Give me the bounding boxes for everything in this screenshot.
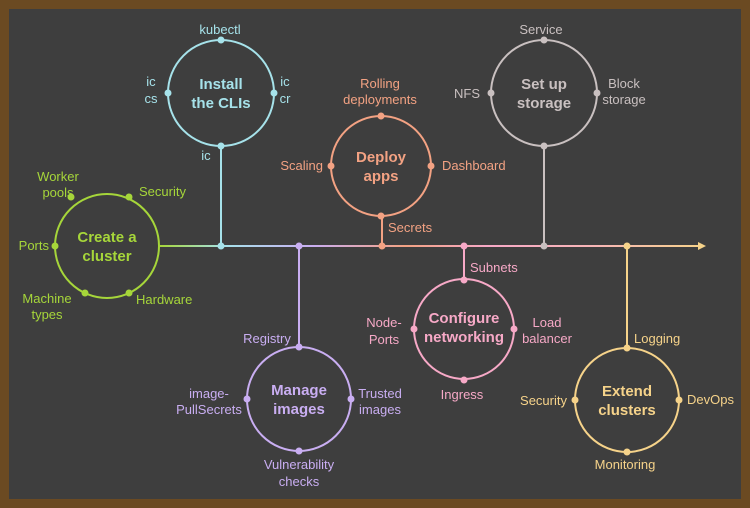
label-secrets: Secrets (388, 220, 433, 235)
label-rolling-deployments: deployments (343, 92, 417, 107)
label-registry: Registry (243, 331, 291, 346)
node-title: storage (517, 95, 571, 112)
label-block-storage: storage (602, 92, 645, 107)
label-cr: cr (280, 91, 292, 106)
label-service: Service (519, 22, 562, 37)
roadmap-diagram: Create a cluster Worker pools Security P… (19, 22, 735, 489)
label-nodeports: Ports (369, 332, 400, 347)
label-vulnerability-checks: checks (279, 474, 320, 489)
node-title: Install (199, 76, 242, 93)
node-create-cluster[interactable]: Create a cluster Worker pools Security P… (19, 169, 193, 322)
node-deploy-apps[interactable]: Deploy apps Rolling deployments Scaling … (280, 76, 505, 235)
diagram-canvas: Create a cluster Worker pools Security P… (9, 9, 741, 499)
label-image-pull-secrets: PullSecrets (176, 402, 242, 417)
label-load-balancer: balancer (522, 331, 573, 346)
label-hardware: Hardware (136, 292, 192, 307)
node-title: apps (363, 168, 398, 185)
label-scaling: Scaling (280, 158, 323, 173)
label-ic: ic (201, 148, 211, 163)
label-rolling-deployments: Rolling (360, 76, 400, 91)
label-ports: Ports (19, 238, 50, 253)
label-monitoring: Monitoring (595, 457, 656, 472)
node-title: clusters (598, 402, 656, 419)
node-title: Deploy (356, 149, 407, 166)
label-ic: ic (280, 74, 290, 89)
label-machine-types: types (31, 307, 63, 322)
timeline-junctions (217, 242, 631, 250)
label-devops: DevOps (687, 392, 734, 407)
label-trusted-images: Trusted (358, 386, 402, 401)
node-title: Configure (429, 310, 500, 327)
node-title: Extend (602, 383, 652, 400)
label-ingress: Ingress (441, 387, 484, 402)
label-block-storage: Block (608, 76, 640, 91)
label-worker-pools: pools (42, 185, 74, 200)
node-configure-networking[interactable]: Configure networking Subnets Node- Ports… (366, 260, 572, 402)
node-title: Set up (521, 76, 567, 93)
node-title: cluster (82, 248, 131, 265)
label-cs: cs (145, 91, 159, 106)
label-image-pull-secrets: image- (189, 386, 229, 401)
node-title: Create a (77, 229, 137, 246)
timeline-arrow-icon (698, 242, 706, 250)
node-title: Manage (271, 382, 327, 399)
label-load-balancer: Load (533, 315, 562, 330)
node-extend-clusters[interactable]: Extend clusters Logging Security DevOps … (520, 331, 734, 472)
label-worker-pools: Worker (37, 169, 79, 184)
label-logging: Logging (634, 331, 680, 346)
label-vulnerability-checks: Vulnerability (264, 457, 335, 472)
label-ic: ic (146, 74, 156, 89)
node-install-clis[interactable]: Install the CLIs kubectl ic cs ic cr ic (145, 22, 292, 163)
node-title: the CLIs (191, 95, 250, 112)
label-machine-types: Machine (22, 291, 71, 306)
label-security: Security (520, 393, 567, 408)
node-setup-storage[interactable]: Set up storage Service NFS Block storage (454, 22, 646, 150)
node-title: networking (424, 329, 504, 346)
label-trusted-images: images (359, 402, 401, 417)
node-title: images (273, 401, 325, 418)
label-dashboard: Dashboard (442, 158, 506, 173)
label-kubectl: kubectl (199, 22, 240, 37)
label-nfs: NFS (454, 86, 480, 101)
label-security: Security (139, 184, 186, 199)
node-manage-images[interactable]: Manage images Registry image- PullSecret… (176, 331, 402, 489)
label-subnets: Subnets (470, 260, 518, 275)
label-nodeports: Node- (366, 315, 401, 330)
